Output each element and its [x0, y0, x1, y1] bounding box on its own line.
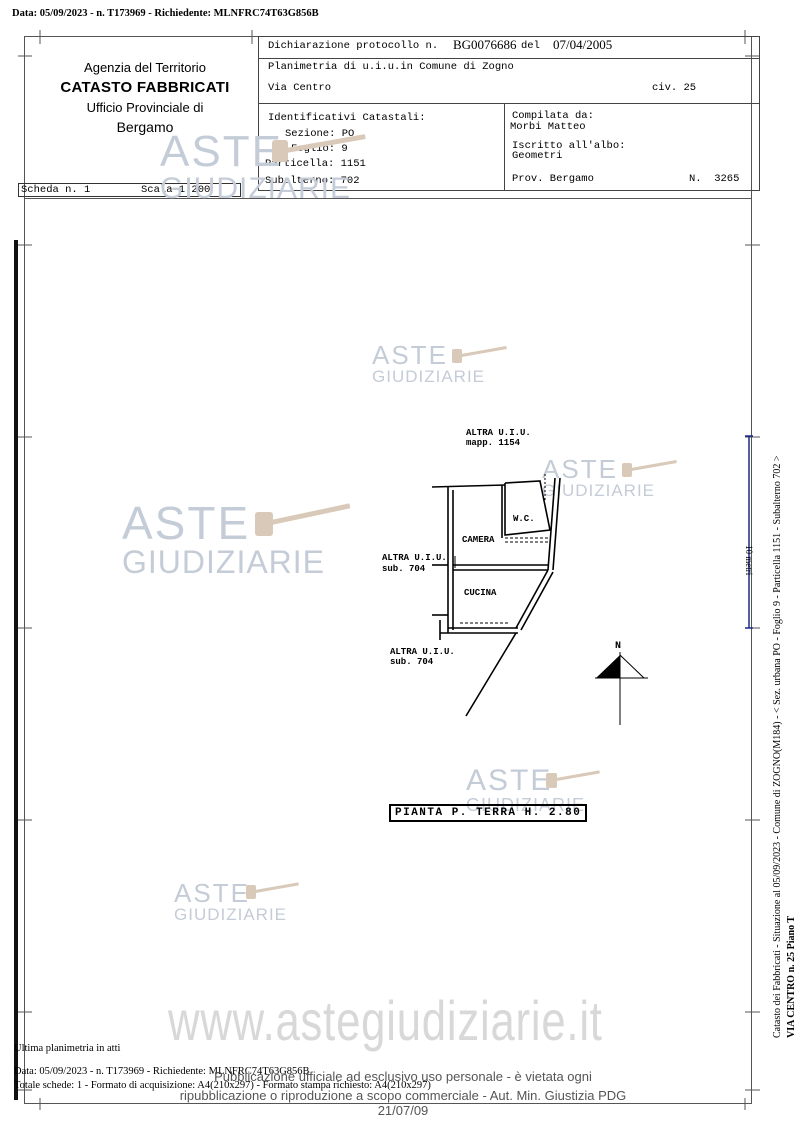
address-street: Via Centro	[268, 82, 332, 94]
footer-format: Totale schede: 1 - Formato di acquisizio…	[14, 1080, 431, 1091]
label-wc: W.C.	[513, 514, 535, 524]
publication-notice-2: ripubblicazione o riproduzione a scopo c…	[179, 1088, 627, 1118]
gavel-icon	[546, 770, 600, 788]
label-altra-uiu-top: ALTRA U.I.U.	[466, 428, 531, 438]
header-divider	[24, 198, 752, 199]
scale: Scala 1:200	[141, 184, 211, 196]
watermark-aste: ASTE	[160, 127, 283, 176]
declaration-date: 07/04/2005	[553, 37, 613, 52]
office-label: Ufficio Provinciale di	[86, 100, 204, 115]
declaration-box	[258, 36, 760, 191]
identifiers-label: Identificativi Catastali:	[268, 112, 426, 124]
watermark-giudiziarie: GIUDIZIARIE	[542, 481, 656, 500]
watermark-giudiziarie: GIUDIZIARIE	[160, 172, 352, 205]
gavel-icon	[452, 346, 507, 363]
request-metadata: Data: 05/09/2023 - n. T173969 - Richiede…	[12, 8, 319, 19]
floor-title: PIANTA P. TERRA H. 2.80	[389, 804, 588, 822]
register-number: N. 3265	[689, 173, 740, 185]
catasto-title: CATASTO FABBRICATI	[60, 79, 230, 96]
declaration-divider-2	[258, 103, 760, 104]
watermark-logo-5: ASTE GIUDIZIARIE	[174, 880, 287, 923]
province: Prov. Bergamo	[512, 173, 594, 185]
gavel-icon	[246, 882, 299, 899]
agency-name: Agenzia del Territorio	[84, 60, 206, 75]
scale-bar-label: 10 metri	[744, 545, 754, 576]
watermark-giudiziarie: GIUDIZIARIE	[372, 367, 486, 386]
publication-notice-1: Pubblicazione ufficiale ad esclusivo uso…	[214, 1069, 592, 1084]
declaration-divider-1	[258, 58, 760, 59]
declaration-label: Dichiarazione protocollo n.	[268, 40, 439, 52]
side-address: VIA CENTRO n. 25 Piano T	[786, 915, 797, 1038]
label-sub-left: sub. 704	[382, 564, 426, 574]
date-label: del	[521, 40, 540, 52]
address-civic: civ. 25	[652, 82, 697, 94]
watermark-logo-header: ASTE GIUDIZIARIE	[160, 130, 351, 204]
side-cadastral-info: Catasto dei Fabbricati - Situazione al 0…	[772, 455, 783, 1038]
protocol-number: BG0076686	[453, 37, 517, 52]
watermark-aste: ASTE	[466, 764, 553, 797]
left-edge-bar	[14, 240, 18, 1100]
declaration-column-divider	[504, 103, 505, 191]
watermark-aste: ASTE	[372, 340, 448, 370]
sheet-number: Scheda n. 1	[21, 184, 91, 196]
north-label: N	[615, 641, 622, 652]
gavel-icon	[622, 460, 677, 477]
north-arrow-icon	[595, 652, 648, 725]
watermark-aste: ASTE	[174, 878, 250, 908]
gavel-icon	[255, 503, 351, 536]
subalterno: Subalterno: 702	[265, 175, 360, 187]
watermark-logo-1: ASTE GIUDIZIARIE	[372, 342, 485, 385]
label-sub-bottom: sub. 704	[390, 657, 434, 667]
gavel-icon	[272, 134, 366, 162]
label-altra-uiu-bottom: ALTRA U.I.U.	[390, 647, 455, 657]
compiled-by-name: Morbi Matteo	[510, 121, 586, 133]
footer-request: Data: 05/09/2023 - n. T173969 - Richiede…	[14, 1066, 310, 1077]
watermark-giudiziarie: GIUDIZIARIE	[174, 905, 288, 924]
register-value: Geometri	[512, 150, 563, 162]
label-mappale: mapp. 1154	[466, 438, 521, 448]
site-watermark: www.astegiudiziarie.it	[168, 989, 603, 1052]
watermark-giudiziarie: GIUDIZIARIE	[122, 544, 326, 580]
label-cucina: CUCINA	[464, 588, 497, 598]
compiled-by-label: Compilata da:	[512, 110, 594, 122]
sheet-info-box	[18, 183, 241, 197]
label-camera: CAMERA	[462, 535, 495, 545]
agency-block: Agenzia del Territorio CATASTO FABBRICAT…	[40, 60, 250, 135]
last-plan-note: Ultima planimetria in atti	[14, 1043, 121, 1054]
register-label: Iscritto all'albo:	[512, 140, 626, 152]
scale-bar	[745, 435, 753, 629]
planimetria-title: Planimetria di u.i.u.in Comune di Zogno	[268, 61, 514, 73]
watermark-aste: ASTE	[122, 497, 251, 549]
watermark-aste: ASTE	[542, 454, 618, 484]
label-altra-uiu-left: ALTRA U.I.U.	[382, 553, 447, 563]
office-city: Bergamo	[116, 119, 174, 135]
watermark-logo-2: ASTE GIUDIZIARIE	[542, 456, 655, 499]
watermark-logo-3: ASTE GIUDIZIARIE	[122, 500, 325, 578]
